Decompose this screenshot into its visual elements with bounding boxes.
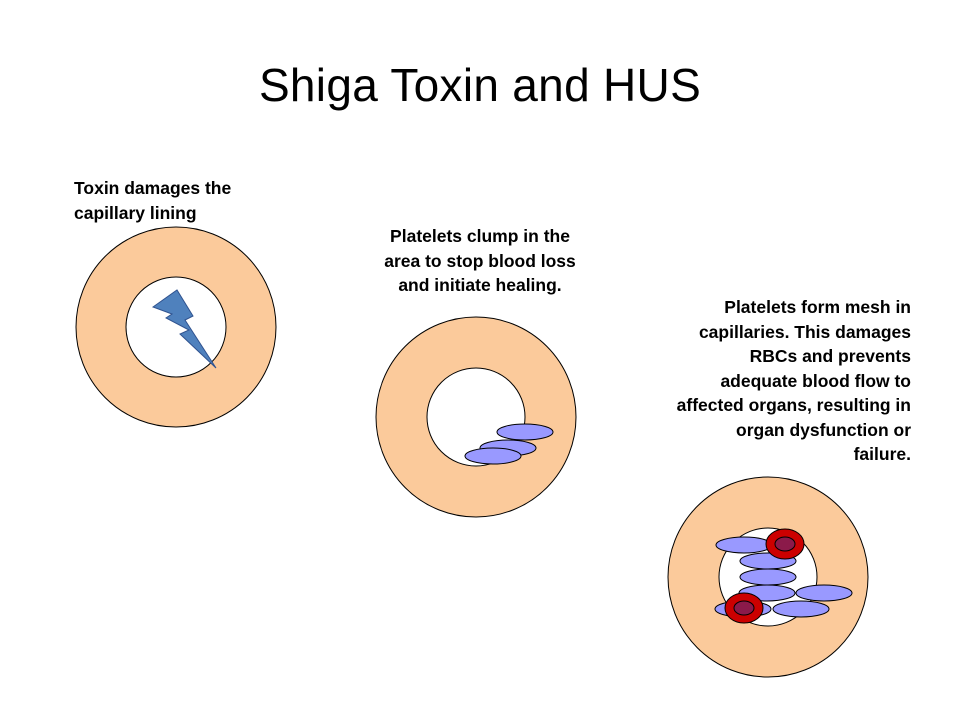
capillary-stage-3 bbox=[667, 476, 869, 678]
capillary-stage-2 bbox=[375, 316, 577, 518]
caption-line: and initiate healing. bbox=[398, 275, 562, 295]
caption-line: Platelets form mesh in bbox=[724, 297, 911, 317]
platelet bbox=[464, 447, 522, 465]
rbc-inner bbox=[733, 600, 755, 616]
platelet bbox=[795, 584, 853, 602]
caption-platelet-mesh: Platelets form mesh in capillaries. This… bbox=[600, 295, 911, 467]
caption-line: organ dysfunction or bbox=[736, 419, 911, 440]
caption-line: RBCs and prevents bbox=[749, 346, 911, 366]
rbc-inner bbox=[774, 536, 796, 552]
capillary-stage-1 bbox=[75, 226, 277, 428]
caption-line: adequate blood flow to bbox=[720, 370, 911, 391]
caption-line: affected organs, resulting in bbox=[676, 395, 911, 415]
red-blood-cell bbox=[724, 592, 764, 624]
platelet bbox=[715, 536, 773, 554]
caption-line: capillaries. This damages bbox=[698, 321, 911, 342]
platelet bbox=[496, 423, 554, 441]
caption-line: area to stop blood loss bbox=[384, 250, 576, 271]
lightning-bolt-icon bbox=[151, 289, 217, 369]
caption-line: failure. bbox=[853, 444, 911, 464]
caption-line: Toxin damages the bbox=[74, 178, 232, 198]
caption-platelet-clump: Platelets clump in the area to stop bloo… bbox=[340, 224, 620, 298]
caption-line: capillary lining bbox=[74, 202, 197, 223]
red-blood-cell bbox=[765, 528, 805, 560]
platelet bbox=[739, 568, 797, 586]
slide-title: Shiga Toxin and HUS bbox=[258, 59, 702, 111]
platelet bbox=[772, 600, 830, 618]
caption-toxin-damage: Toxin damages the capillary lining bbox=[74, 176, 314, 225]
caption-line: Platelets clump in the bbox=[390, 226, 570, 246]
